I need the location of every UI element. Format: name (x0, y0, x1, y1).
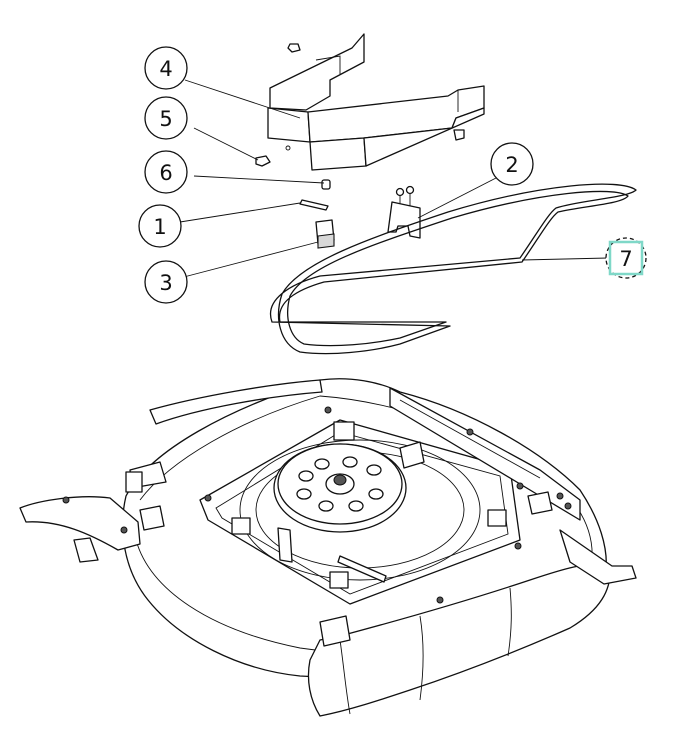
part-5-nut (255, 155, 271, 167)
part-4-screw-top (287, 43, 301, 53)
callout-4: 4 (144, 46, 188, 90)
callout-5-label: 5 (159, 107, 172, 131)
callout-2: 2 (490, 142, 534, 186)
callout-2-label: 2 (505, 153, 518, 177)
part-6-bolt (321, 179, 331, 190)
callout-5: 5 (144, 96, 188, 140)
part-4-bracket (267, 33, 485, 171)
leader-lines (179, 79, 609, 279)
callout-7-highlight (608, 240, 644, 276)
callout-3-label: 3 (159, 271, 172, 295)
mower-deck-assembly (19, 378, 637, 717)
callout-1-label: 1 (153, 215, 166, 239)
part-7-belt (269, 183, 637, 355)
callout-7-label: 7 (619, 247, 632, 271)
callout-6-label: 6 (159, 161, 172, 185)
callout-1: 1 (138, 204, 182, 248)
part-4-screw-right (453, 129, 465, 141)
callout-6: 6 (144, 150, 188, 194)
callout-7[interactable]: 7 (605, 237, 647, 279)
callout-4-label: 4 (159, 57, 172, 81)
callout-3: 3 (144, 260, 188, 304)
part-1-pin (299, 199, 329, 211)
part-3-clip (315, 219, 335, 249)
